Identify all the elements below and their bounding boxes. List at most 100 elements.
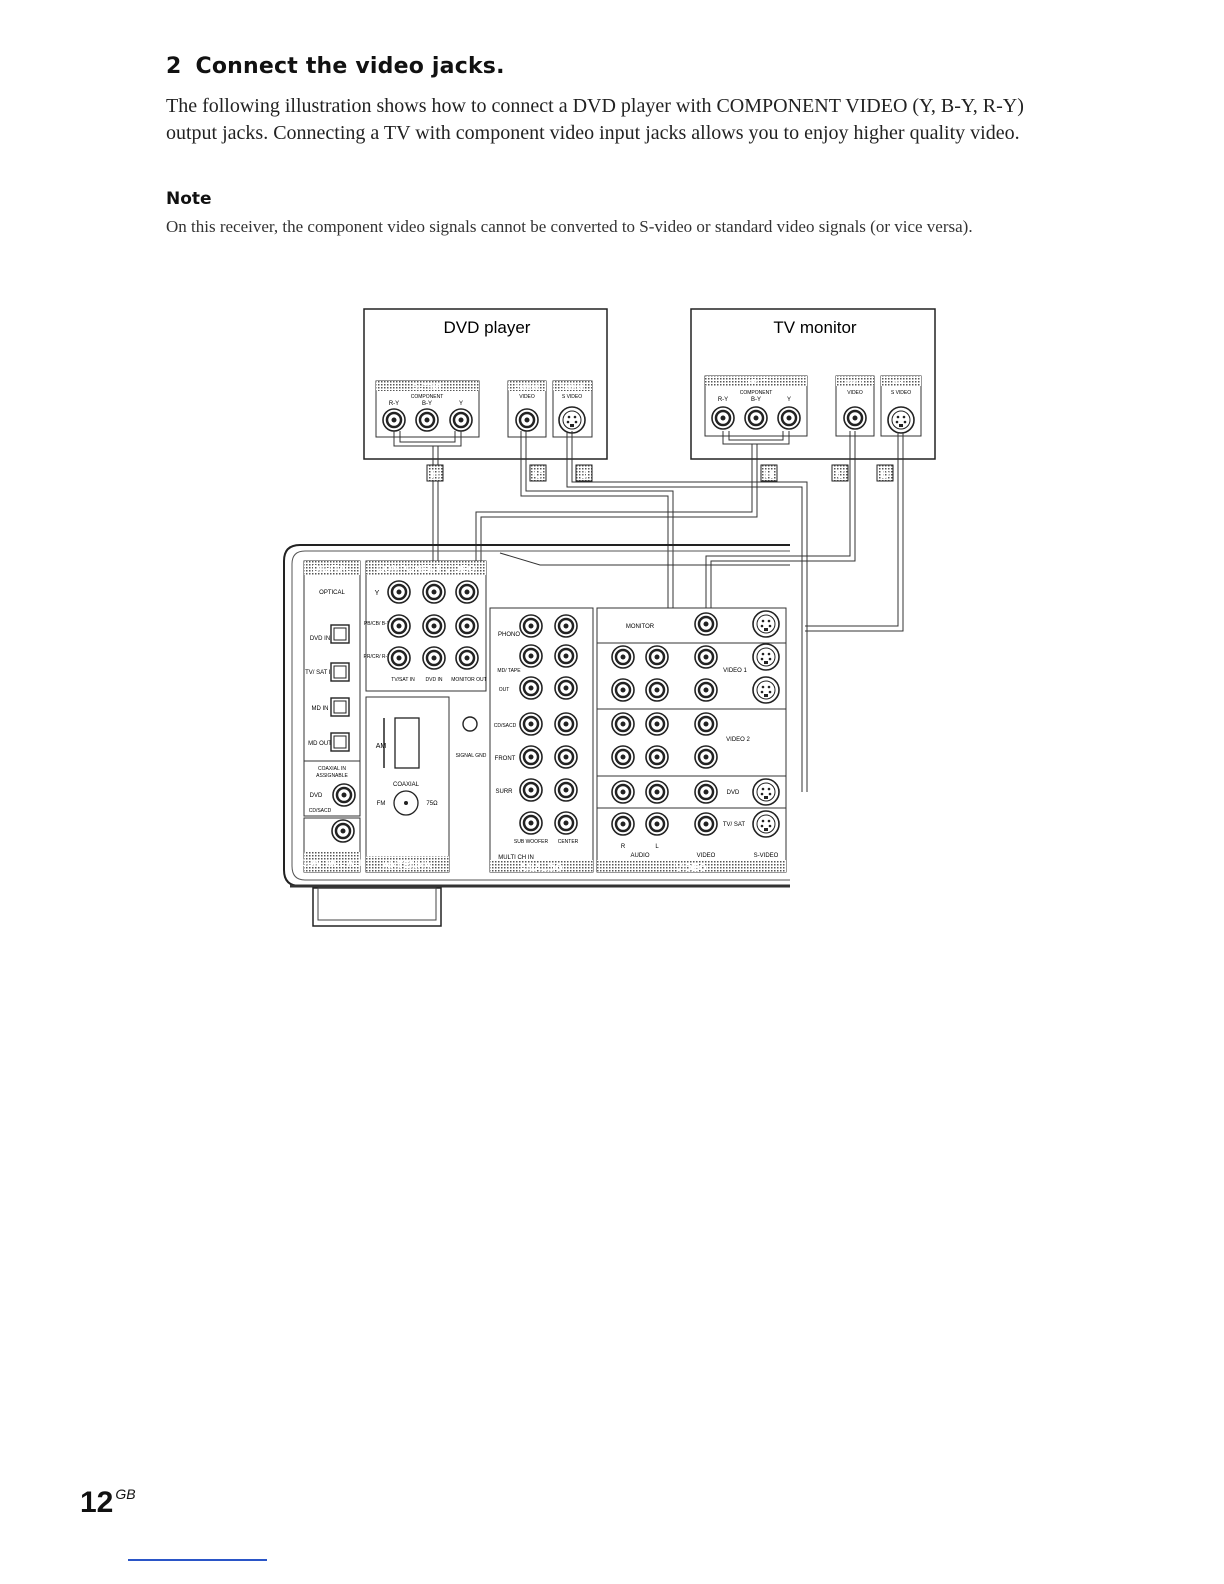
tv-y-label: Y xyxy=(787,397,791,403)
cable-h-label-tv: H xyxy=(765,467,774,481)
tv-svideo-label: S VIDEO xyxy=(891,390,911,396)
center-jack xyxy=(553,810,579,836)
step-number: 2 xyxy=(166,54,182,79)
phono-r-jack xyxy=(518,613,544,639)
tv-ry-label: R-Y xyxy=(718,397,728,403)
mdtape-out-l-jack xyxy=(553,675,579,701)
video1-video-out-jack xyxy=(693,677,719,703)
page-number-value: 12 xyxy=(80,1486,114,1519)
ohm-label: 75Ω xyxy=(426,801,438,807)
monitor-out-pr-jack xyxy=(454,645,480,671)
subwoofer-label: SUB WOOFER xyxy=(514,839,549,845)
am-label: AM xyxy=(376,743,387,750)
tv-monitor-label: TV monitor xyxy=(773,318,856,337)
video2-label: VIDEO 2 xyxy=(726,737,750,743)
monitor-out-label: MONITOR OUT xyxy=(451,677,486,683)
video1-in-r-jack xyxy=(610,644,636,670)
tv-y-jack xyxy=(776,405,802,431)
control-a1-label: CONTROL A1II xyxy=(300,858,363,868)
phono-label: PHONO xyxy=(498,632,520,638)
monitor-out-y-jack xyxy=(454,579,480,605)
note-text: On this receiver, the component video si… xyxy=(166,217,973,236)
pb-label: PB/CB/ B-Y xyxy=(364,621,391,627)
tvsat-in-label: TV/SAT IN xyxy=(391,677,415,683)
dvd-in-pb-jack xyxy=(421,613,447,639)
cable-c-label: C xyxy=(534,467,543,481)
dvd-component-label: COMPONENT xyxy=(411,394,444,400)
antenna-label: ANTENNA xyxy=(383,860,432,871)
video2-out-r-jack xyxy=(610,744,636,770)
pr-label: PR/CR/ R-Y xyxy=(364,654,392,660)
digital-label: DIGITAL xyxy=(312,564,351,575)
optical-label: OPTICAL xyxy=(319,590,345,596)
note-title: Note xyxy=(166,189,212,209)
cable-d-label: D xyxy=(580,467,589,481)
dvd-in-component-label: DVD IN xyxy=(426,677,443,683)
center-label: CENTER xyxy=(558,839,579,845)
tvsat-y-jack xyxy=(386,579,412,605)
tvsat-in-optical-label: TV/ SAT IN xyxy=(305,670,335,676)
control-a1-jack xyxy=(330,818,356,844)
video2-out-l-jack xyxy=(644,744,670,770)
footer-rule xyxy=(128,1559,267,1561)
video-dvd-label: DVD xyxy=(727,790,740,796)
video1-svideo-out-jack xyxy=(752,676,780,704)
cd-sacd-label: CD/SACD xyxy=(309,808,332,814)
dvd-video-in-jack xyxy=(693,779,719,805)
dvd-optical-jack xyxy=(330,624,350,644)
dvd-by-label: B-Y xyxy=(422,401,432,407)
mdtape-out-label: OUT xyxy=(499,687,510,693)
monitor-label: MONITOR xyxy=(626,624,655,630)
video1-video-in-jack xyxy=(693,644,719,670)
tvsat-svideo-in-jack xyxy=(752,810,780,838)
section-heading: 2 Connect the video jacks. xyxy=(166,54,505,79)
dvd-audio-r-jack xyxy=(610,779,636,805)
coaxial-in-label: COAXIAL IN xyxy=(318,766,346,772)
tv-input-label: INPUT xyxy=(746,379,768,386)
dvd-by-jack xyxy=(414,407,440,433)
dvd-y-jack xyxy=(448,407,474,433)
dvd-svideo-in-jack xyxy=(752,778,780,806)
video-section-label: VIDEO xyxy=(675,863,706,874)
dvd-video-output-label: OUTPUT xyxy=(515,385,540,391)
assignable-label: ASSIGNABLE xyxy=(316,773,348,779)
md-tape-label: MD/ TAPE xyxy=(497,668,521,674)
video-l-label: L xyxy=(655,844,659,850)
video2-in-r-jack xyxy=(610,711,636,737)
tv-video-input-label: INPUT xyxy=(846,380,864,386)
step-title: Connect the video jacks. xyxy=(195,54,505,79)
tvsat-audio-l-jack xyxy=(644,811,670,837)
dvd-ry-label: R-Y xyxy=(389,401,399,407)
front-l-jack xyxy=(553,744,579,770)
cable-h-label: H xyxy=(431,467,440,481)
subwoofer-jack xyxy=(518,810,544,836)
surr-r-jack xyxy=(518,777,544,803)
cable-labels: H C D H C D xyxy=(426,464,894,482)
tv-by-label: B-Y xyxy=(751,397,761,403)
dvd-in-y-jack xyxy=(421,579,447,605)
video-r-label: R xyxy=(621,844,626,850)
mdtape-out-r-jack xyxy=(518,675,544,701)
coaxial-label: COAXIAL xyxy=(393,782,420,788)
cd-l-jack xyxy=(553,711,579,737)
tv-sat-label: TV/ SAT xyxy=(723,822,746,828)
monitor-out-pb-jack xyxy=(454,613,480,639)
tv-ry-jack xyxy=(710,405,736,431)
multi-ch-in-label: MULTI CH IN xyxy=(498,855,534,861)
video2-in-l-jack xyxy=(644,711,670,737)
dvd-video-jack xyxy=(514,407,540,433)
tvsat-video-in-jack xyxy=(693,811,719,837)
video1-svideo-in-jack xyxy=(752,643,780,671)
mdtape-in-l-jack xyxy=(553,643,579,669)
dvd-video-label: VIDEO xyxy=(519,394,535,400)
dvd-y-label: Y xyxy=(459,401,463,407)
tv-component-label: COMPONENT xyxy=(740,390,773,396)
receiver-back-panel: DIGITAL OPTICAL DVD IN TV/ SAT IN MD IN … xyxy=(283,544,790,927)
tv-monitor: TV monitor INPUT COMPONENT R-Y B-Y Y INP… xyxy=(690,308,936,460)
cd-sacd-analog-label: CD/SACD xyxy=(494,723,517,729)
dvd-output-label: OUTPUT xyxy=(413,384,443,391)
dvd-svideo-jack xyxy=(558,406,586,434)
cable-c-label-tv: C xyxy=(836,467,845,481)
dvd-svideo-output-label: OUTPUT xyxy=(560,385,585,391)
